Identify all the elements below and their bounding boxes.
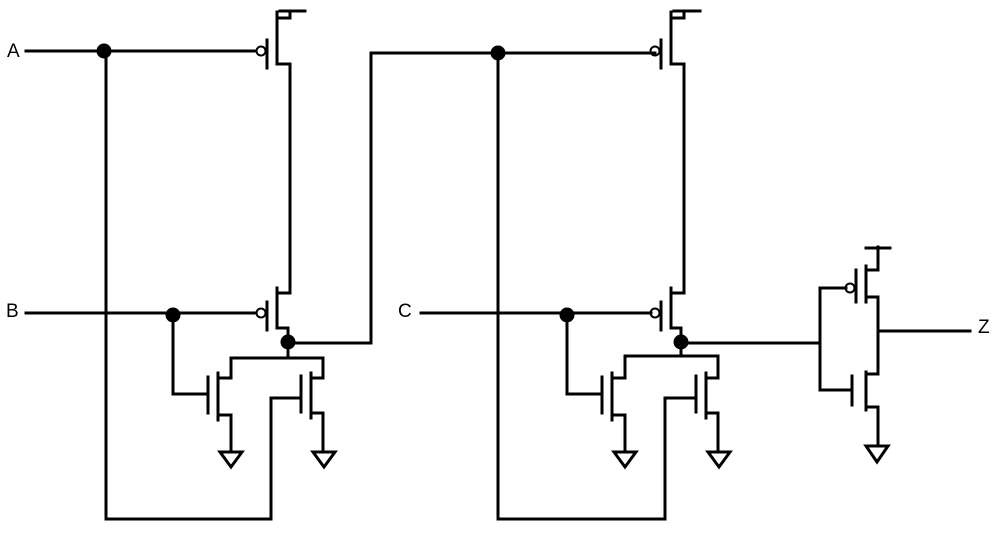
inverter-nmos <box>850 370 880 446</box>
junction-dot <box>559 307 575 323</box>
ground-icon <box>310 450 338 470</box>
pmos-transistor-a <box>255 9 307 70</box>
ground-icon <box>611 450 639 470</box>
pmos-transistor-c <box>649 286 686 345</box>
output-label-z: Z <box>978 317 990 338</box>
input-label-b: B <box>6 301 19 322</box>
input-label-a: A <box>7 41 20 62</box>
inverter-pmos <box>844 245 892 376</box>
nmos-transistor-b <box>206 356 233 452</box>
junction-dot <box>490 45 506 61</box>
junction-dot <box>673 334 689 350</box>
ground-icon <box>863 444 891 465</box>
nmos-transistor-c <box>600 354 627 452</box>
junction-dot <box>96 43 112 59</box>
nmos-transistor-n1 <box>694 354 720 452</box>
junction-dot <box>165 307 181 323</box>
input-label-c: C <box>398 301 412 322</box>
ground-icon <box>217 450 245 470</box>
pmos-transistor-n1 <box>649 9 702 70</box>
pmos-transistor-b <box>255 286 292 345</box>
junction-dot <box>280 334 296 350</box>
ground-icon <box>705 450 733 470</box>
nmos-transistor-a <box>299 356 325 452</box>
